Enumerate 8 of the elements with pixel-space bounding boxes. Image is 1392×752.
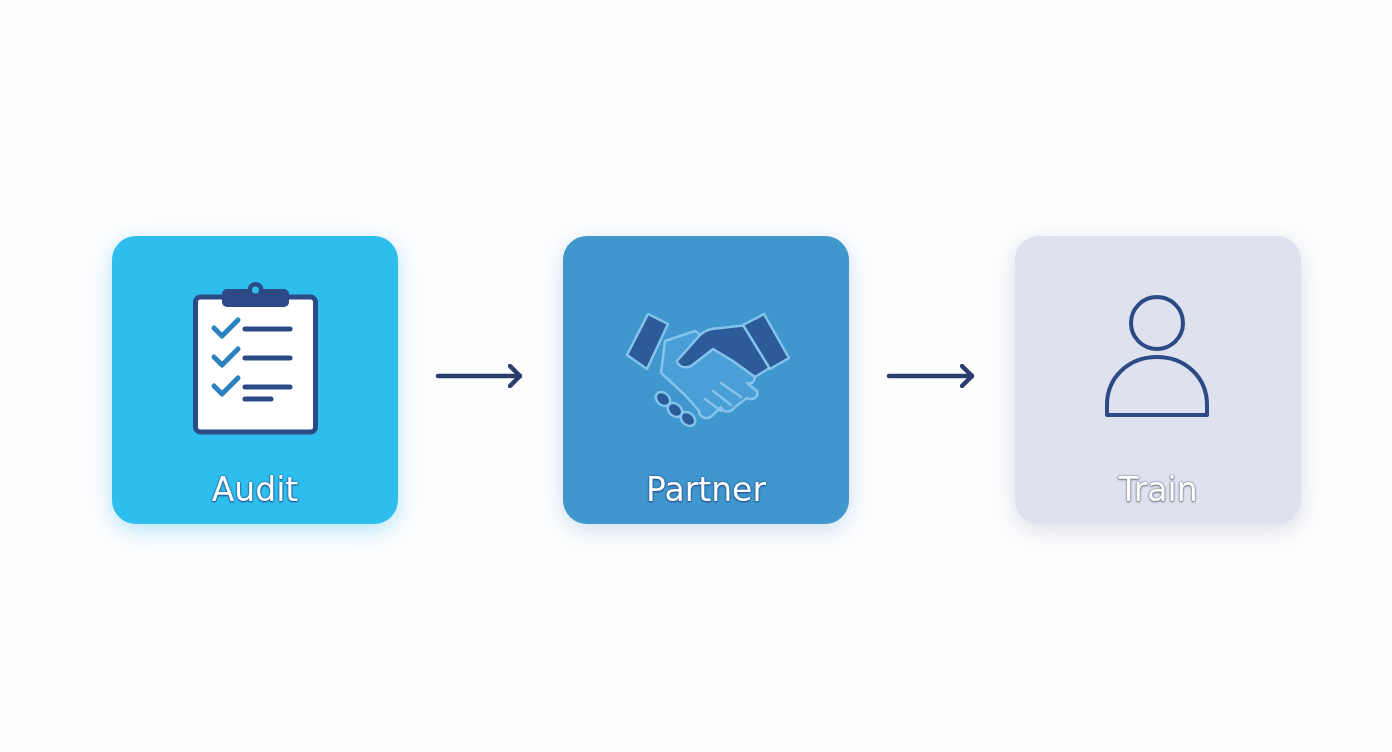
process-box — [563, 236, 849, 524]
arrow — [435, 363, 523, 389]
box-label: Partner — [646, 470, 766, 510]
arrow — [886, 363, 975, 389]
process-box — [1015, 236, 1301, 524]
process-box — [112, 236, 398, 524]
box-label: Train — [1118, 470, 1198, 510]
box-label: Audit — [211, 470, 299, 510]
